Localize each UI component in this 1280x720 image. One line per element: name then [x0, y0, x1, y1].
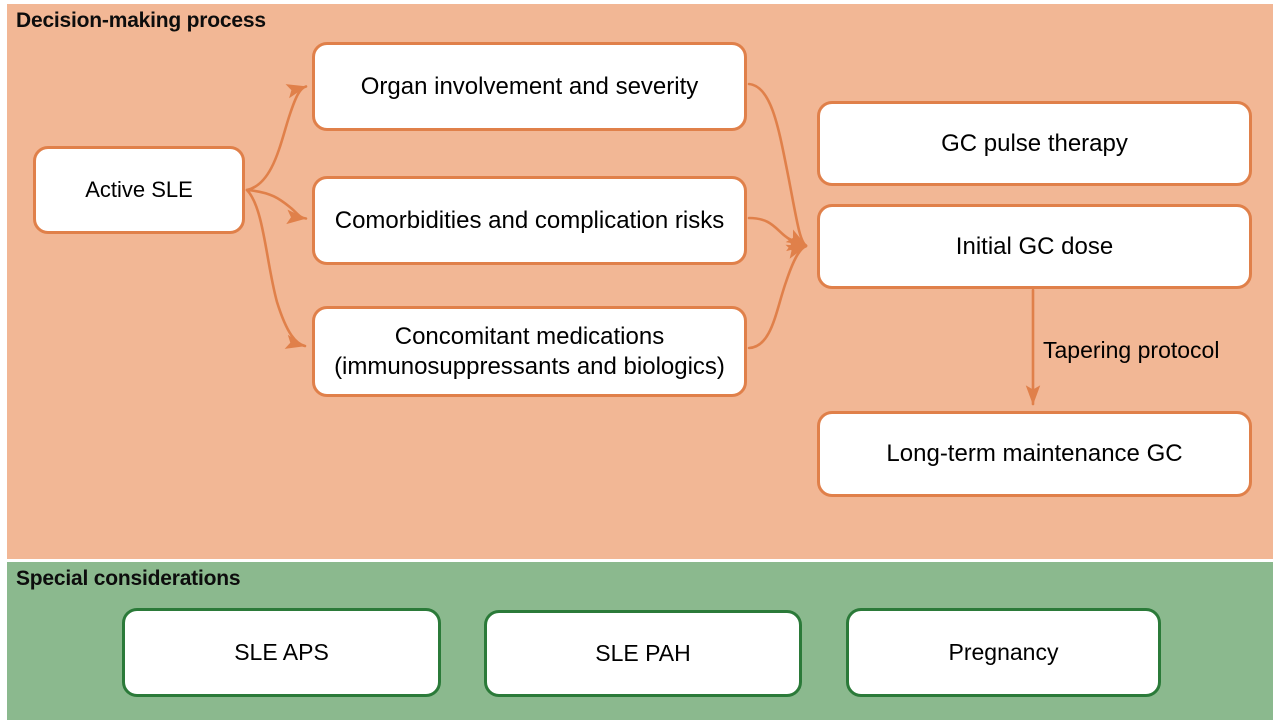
node-active-sle-label: Active SLE: [85, 176, 193, 202]
node-sle-pah[interactable]: SLE PAH: [484, 610, 802, 697]
node-pregnancy-label: Pregnancy: [948, 639, 1059, 666]
section-special-title: Special considerations: [16, 567, 241, 590]
node-active-sle[interactable]: Active SLE: [33, 146, 245, 234]
section-decision-title: Decision-making process: [16, 9, 266, 32]
node-sle-aps-label: SLE APS: [234, 639, 329, 666]
node-sle-aps[interactable]: SLE APS: [122, 608, 441, 697]
node-gc-pulse-label: GC pulse therapy: [941, 129, 1128, 157]
node-initial-gc-label: Initial GC dose: [955, 232, 1114, 260]
node-concomitant-label: Concomitant medications (immunosuppressa…: [334, 323, 725, 380]
node-organ-label: Organ involvement and severity: [360, 72, 699, 100]
node-comorbidities-and-complication-risks[interactable]: Comorbidities and complication risks: [312, 176, 747, 265]
node-organ-involvement-and-severity[interactable]: Organ involvement and severity: [312, 42, 747, 131]
node-concomitant-medications[interactable]: Concomitant medications (immunosuppressa…: [312, 306, 747, 397]
edge-label-tapering-protocol: Tapering protocol: [1043, 337, 1220, 363]
node-comorbidities-label: Comorbidities and complication risks: [334, 206, 725, 234]
node-maintenance-label: Long-term maintenance GC: [886, 440, 1183, 468]
node-gc-pulse-therapy[interactable]: GC pulse therapy: [817, 101, 1252, 186]
node-long-term-maintenance-gc[interactable]: Long-term maintenance GC: [817, 411, 1252, 497]
node-sle-pah-label: SLE PAH: [595, 640, 691, 667]
node-initial-gc-dose[interactable]: Initial GC dose: [817, 204, 1252, 289]
node-pregnancy[interactable]: Pregnancy: [846, 608, 1161, 697]
